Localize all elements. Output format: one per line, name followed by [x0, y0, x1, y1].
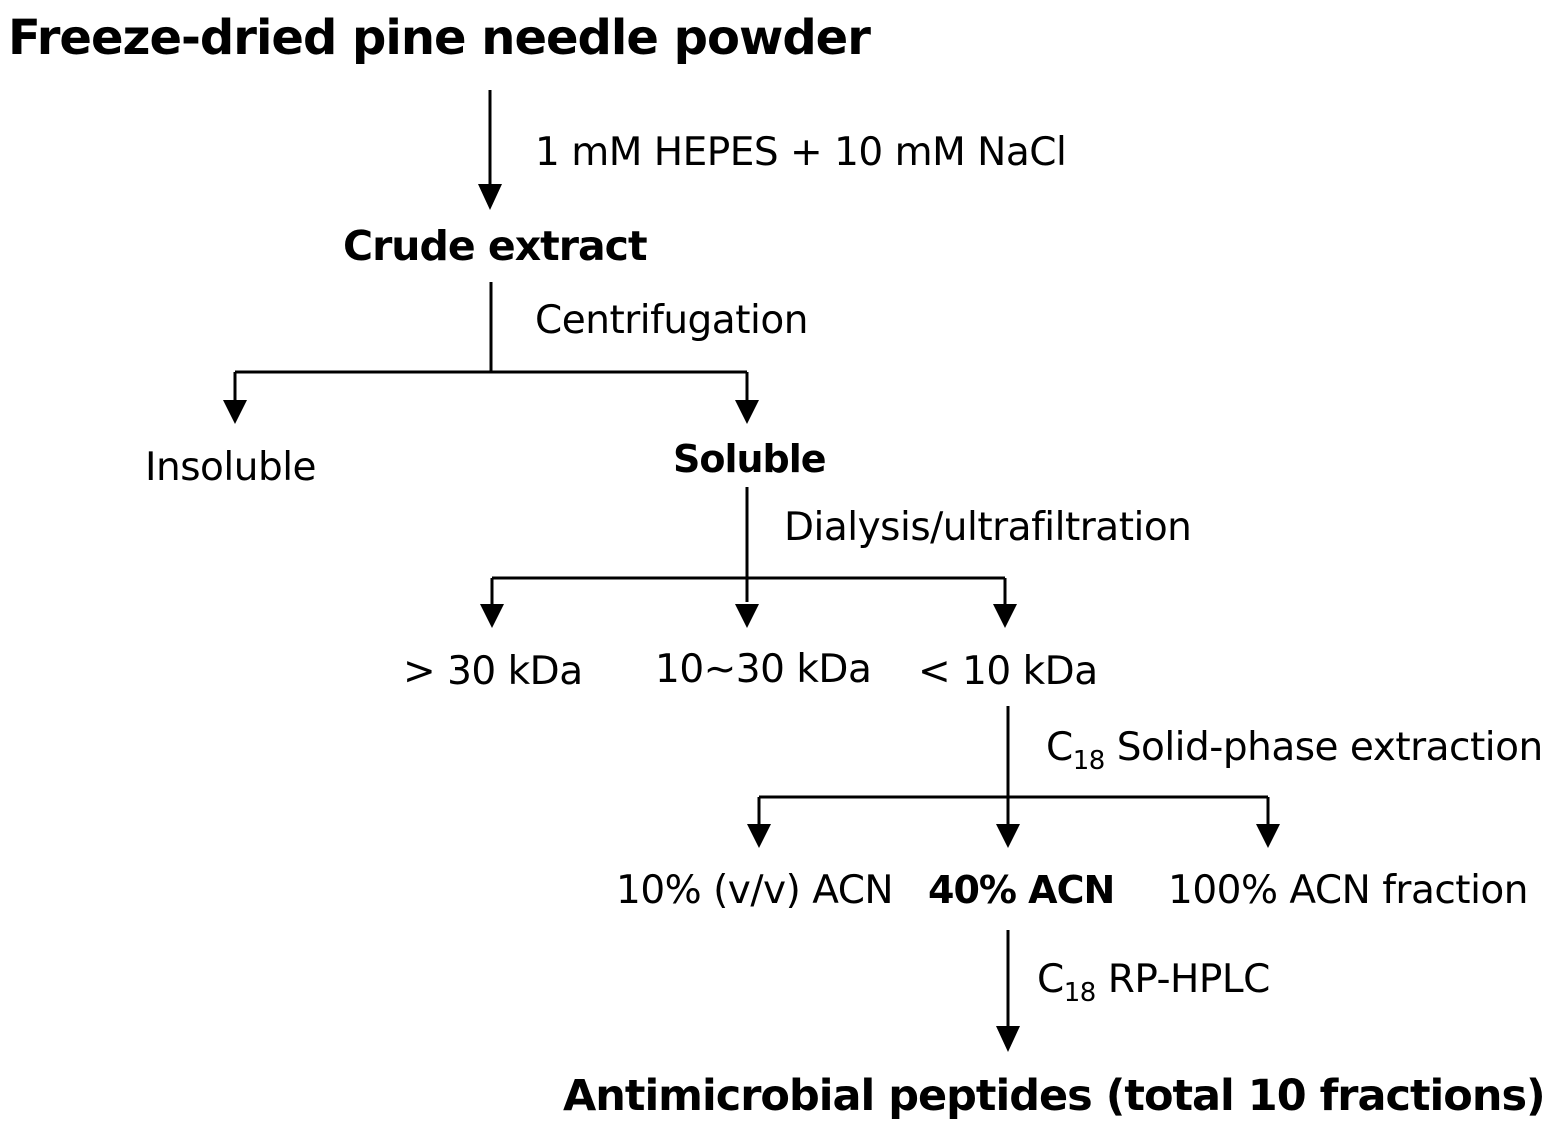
- arrowhead-soluble: [735, 400, 759, 424]
- node-insoluble: Insoluble: [145, 445, 317, 490]
- step-spe: C18 Solid-phase extraction: [1046, 725, 1543, 774]
- arrowhead-final: [996, 1026, 1020, 1052]
- step-hplc-prefix: C: [1037, 957, 1064, 1002]
- node-crude-extract: Crude extract: [343, 222, 648, 270]
- node-acn40: 40% ACN: [928, 868, 1115, 912]
- step-centrifugation: Centrifugation: [535, 298, 808, 343]
- node-lt10-kda: < 10 kDa: [918, 649, 1098, 694]
- arrowhead-crude-extract: [478, 184, 502, 210]
- arrowhead-insoluble: [223, 400, 247, 424]
- node-10-30-kda: 10~30 kDa: [655, 647, 872, 692]
- node-gt30-kda: > 30 kDa: [403, 649, 583, 694]
- step-hplc-text: RP-HPLC: [1095, 957, 1271, 1002]
- node-acn10: 10% (v/v) ACN: [616, 868, 894, 913]
- step-hplc-subscript: 18: [1063, 978, 1097, 1008]
- arrowhead-mid: [735, 604, 759, 628]
- arrowhead-acn40: [996, 824, 1020, 848]
- node-final: Antimicrobial peptides (total 10 fractio…: [563, 1071, 1546, 1121]
- step-hplc: C18 RP-HPLC: [1037, 957, 1271, 1006]
- node-start: Freeze-dried pine needle powder: [8, 10, 871, 66]
- node-acn100: 100% ACN fraction: [1168, 868, 1529, 913]
- node-soluble: Soluble: [673, 437, 827, 481]
- step-spe-text: Solid-phase extraction: [1104, 725, 1543, 770]
- arrowhead-acn100: [1256, 824, 1280, 848]
- step-spe-prefix: C: [1046, 725, 1073, 770]
- arrowhead-gt30: [480, 604, 504, 628]
- arrowhead-lt10: [993, 604, 1017, 628]
- arrowhead-acn10: [747, 824, 771, 848]
- step-dialysis: Dialysis/ultrafiltration: [784, 505, 1192, 550]
- step-buffer: 1 mM HEPES + 10 mM NaCl: [535, 130, 1067, 175]
- step-spe-subscript: 18: [1072, 746, 1106, 776]
